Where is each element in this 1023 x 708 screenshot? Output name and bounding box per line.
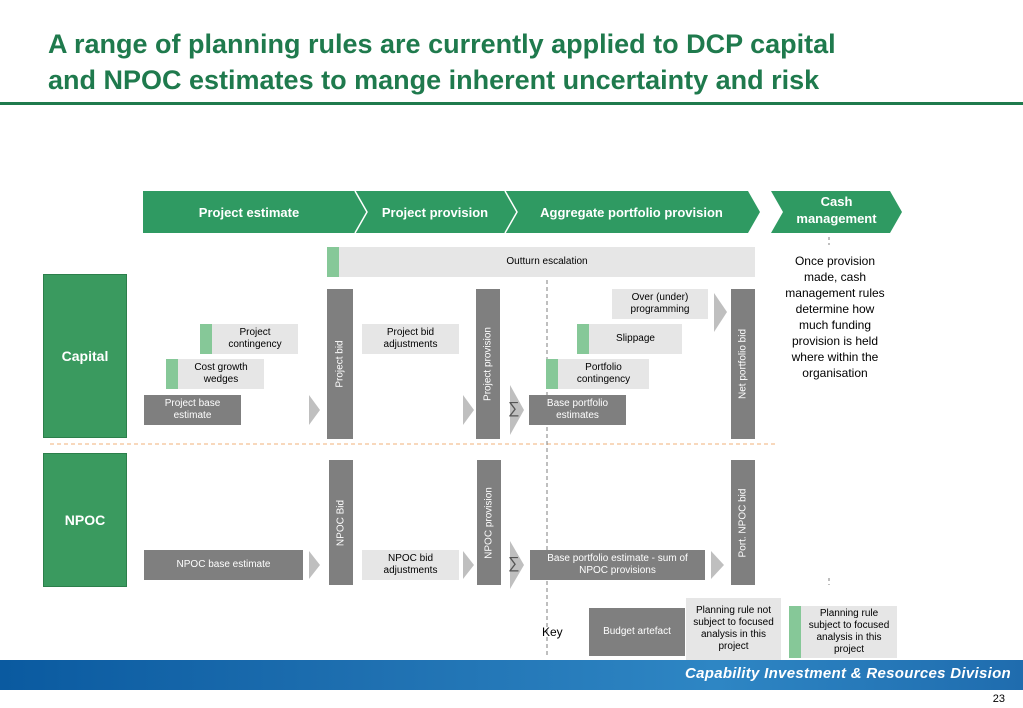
key-rule-not-subject: Planning rule not subject to focused ana…: [686, 598, 781, 660]
npoc-provision-bar: NPOC provision: [477, 460, 501, 585]
phase-chevron-project-estimate: [143, 191, 367, 233]
port-npoc-bid-bar: Port. NPOC bid: [731, 460, 755, 585]
footer-division-name: Capability Investment & Resources Divisi…: [684, 665, 1011, 682]
arrow-capital-4: [714, 293, 727, 332]
cost-growth-tab: [166, 359, 178, 389]
arrow-npoc-4: [711, 551, 724, 579]
project-base-estimate: Project base estimate: [144, 395, 241, 425]
slide-title: A range of planning rules are currently …: [48, 26, 1008, 98]
phase-label-cash-management: Cash management: [781, 193, 892, 231]
port-npoc-bid-label: Port. NPOC bid: [737, 488, 749, 557]
project-contingency: Project contingency: [212, 324, 298, 354]
arrow-capital-1: [309, 395, 320, 425]
project-contingency-tab: [200, 324, 212, 354]
page-number: 23: [992, 693, 1005, 705]
sigma-capital: ∑: [508, 400, 520, 417]
phase-label-project-provision: Project provision: [381, 204, 489, 220]
portfolio-contingency: Portfolio contingency: [558, 359, 649, 389]
net-portfolio-bid-bar: Net portfolio bid: [731, 289, 755, 439]
phase-label-project-estimate: Project estimate: [198, 204, 300, 220]
portfolio-contingency-tab: [546, 359, 558, 389]
project-bid-bar: Project bid: [327, 289, 353, 439]
row-label-npoc: NPOC: [43, 453, 127, 587]
title-underline: [0, 102, 1023, 105]
project-bid-label: Project bid: [334, 340, 346, 388]
key-rule-subject-tab: [789, 606, 801, 658]
cash-label-line2: management: [796, 211, 877, 226]
net-portfolio-bid-label: Net portfolio bid: [737, 328, 749, 400]
phase-chevron-aggregate: [505, 191, 760, 233]
arrow-npoc-3: [510, 541, 524, 589]
outturn-tab: [327, 247, 339, 277]
over-under-programming: Over (under) programming: [612, 289, 708, 319]
sigma-npoc: ∑: [508, 555, 520, 572]
phase-label-aggregate: Aggregate portfolio provision: [540, 204, 723, 220]
phase-chevron-cash-management: [771, 191, 902, 233]
npoc-bid-adjustments: NPOC bid adjustments: [362, 550, 459, 580]
outturn-escalation: Outturn escalation: [339, 247, 755, 277]
arrow-capital-3: [510, 385, 524, 435]
slide-title-line1: A range of planning rules are currently …: [48, 29, 836, 59]
row-label-capital: Capital: [43, 274, 127, 438]
key-label: Key: [542, 625, 563, 639]
slide-title-line2: and NPOC estimates to mange inherent unc…: [48, 65, 820, 95]
npoc-base-estimate: NPOC base estimate: [144, 550, 303, 580]
footer-bar: [0, 660, 1023, 690]
cash-label-line1: Cash: [820, 194, 853, 209]
npoc-bid-label: NPOC Bid: [335, 499, 347, 546]
npoc-bid-bar: NPOC Bid: [329, 460, 353, 585]
base-portfolio-estimates: Base portfolio estimates: [529, 395, 626, 425]
npoc-base-portfolio-estimate: Base portfolio estimate - sum of NPOC pr…: [530, 550, 705, 580]
key-budget-artefact: Budget artefact: [589, 608, 685, 656]
slippage: Slippage: [589, 324, 682, 354]
arrow-npoc-1: [309, 551, 320, 579]
project-provision-bar: Project provision: [476, 289, 500, 439]
arrow-capital-2: [463, 395, 474, 425]
slippage-tab: [577, 324, 589, 354]
project-provision-label: Project provision: [482, 327, 494, 401]
phase-chevron-project-provision: [355, 191, 517, 233]
project-bid-adjustments: Project bid adjustments: [362, 324, 459, 354]
npoc-provision-label: NPOC provision: [483, 486, 495, 559]
cash-management-note: Once provision made, cash management rul…: [785, 254, 885, 380]
cost-growth-wedges: Cost growth wedges: [178, 359, 264, 389]
key-rule-subject: Planning rule subject to focused analysi…: [801, 606, 897, 658]
arrow-npoc-2: [463, 551, 474, 579]
